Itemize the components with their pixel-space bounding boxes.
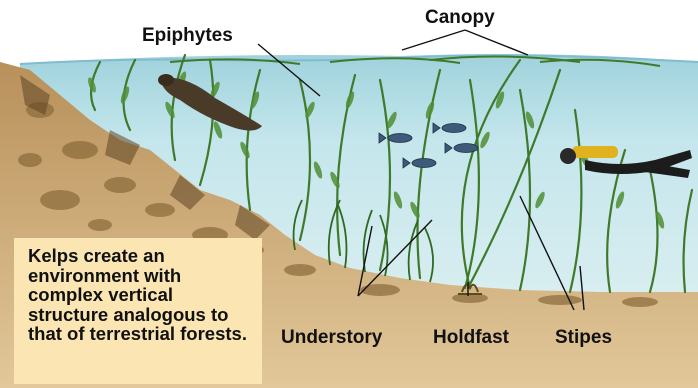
- label-stipes: Stipes: [555, 328, 612, 347]
- caption-box: Kelps create an environment with complex…: [14, 238, 262, 384]
- canopy-leader-left: [402, 30, 465, 50]
- label-canopy: Canopy: [425, 8, 495, 27]
- label-epiphytes: Epiphytes: [142, 26, 233, 45]
- label-holdfast: Holdfast: [433, 328, 509, 347]
- label-understory: Understory: [281, 328, 382, 347]
- canopy-leader-right: [465, 30, 528, 55]
